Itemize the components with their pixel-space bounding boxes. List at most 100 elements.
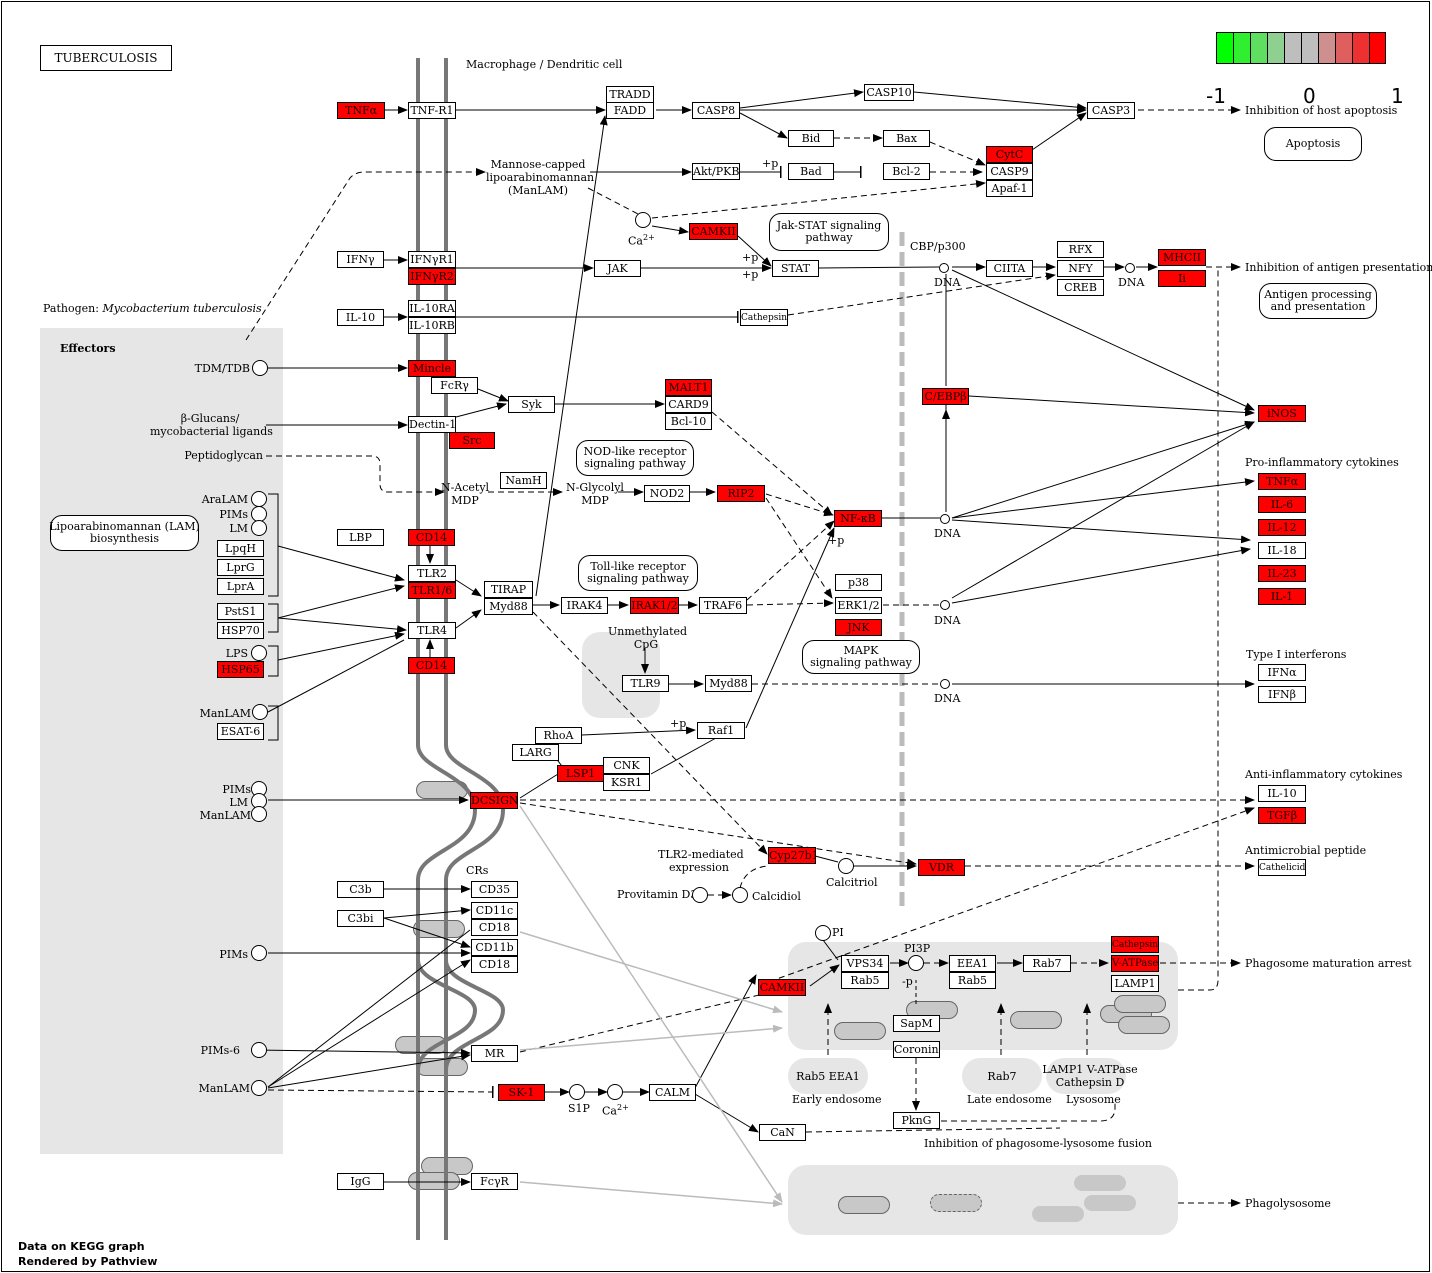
gene-il10-out[interactable]: IL-10 <box>1258 785 1306 802</box>
gene-il10[interactable]: IL-10 <box>337 309 384 326</box>
gene-dcsign[interactable]: DCSIGN <box>470 792 518 809</box>
gene-tlr4[interactable]: TLR4 <box>408 622 456 639</box>
gene-hsp70[interactable]: HSP70 <box>217 622 264 639</box>
gene-c3b[interactable]: C3b <box>337 881 384 898</box>
gene-malt1[interactable]: MALT1 <box>665 379 712 396</box>
gene-ifng[interactable]: IFNγ <box>337 251 384 268</box>
manlam-compound[interactable] <box>251 1080 267 1096</box>
gene-ifna[interactable]: IFNα <box>1258 664 1306 681</box>
gene-rab5[interactable]: Rab5 <box>841 972 889 989</box>
gene-mr[interactable]: MR <box>471 1045 518 1062</box>
gene-lsp1[interactable]: LSP1 <box>557 765 604 782</box>
gene-tlr16[interactable]: TLR1/6 <box>408 582 456 599</box>
gene-c3bi[interactable]: C3bi <box>337 910 384 927</box>
gene-cytc[interactable]: CytC <box>986 146 1033 163</box>
gene-mincle[interactable]: Mincle <box>408 360 456 377</box>
gene-tnfa[interactable]: TNFα <box>337 102 385 119</box>
gene-casp9[interactable]: CASP9 <box>986 163 1033 180</box>
gene-ifnb[interactable]: IFNβ <box>1258 686 1306 703</box>
gene-tradd[interactable]: TRADD <box>606 86 654 103</box>
gene-cathelicidin[interactable]: Cathelicidin <box>1258 859 1306 876</box>
gene-casp8[interactable]: CASP8 <box>692 102 740 119</box>
gene-sk1[interactable]: SK-1 <box>498 1084 545 1101</box>
calcium-compound[interactable] <box>635 212 651 228</box>
gene-irak4[interactable]: IRAK4 <box>561 597 608 614</box>
gene-pkng[interactable]: PknG <box>893 1112 940 1129</box>
gene-eea1[interactable]: EEA1 <box>949 955 996 972</box>
gene-tnfr1[interactable]: TNF-R1 <box>408 102 456 119</box>
gene-bax[interactable]: Bax <box>883 130 930 147</box>
gene-myd88[interactable]: Myd88 <box>705 675 752 692</box>
gene-rab5[interactable]: Rab5 <box>949 972 996 989</box>
gene-camkii[interactable]: CAMKII <box>758 979 806 996</box>
provitamin-compound[interactable] <box>692 887 708 903</box>
gene-mhcii[interactable]: MHCII <box>1158 249 1206 266</box>
jakstat-box[interactable]: Jak-STAT signaling pathway <box>769 213 889 251</box>
gene-ciita[interactable]: CIITA <box>986 260 1033 277</box>
gene-jak[interactable]: JAK <box>594 260 641 277</box>
mapk-box[interactable]: MAPK signaling pathway <box>802 640 920 674</box>
lps-compound[interactable] <box>251 645 267 661</box>
gene-cyp27b1[interactable]: Cyp27b1 <box>768 847 816 864</box>
gene-il10ra[interactable]: IL-10RA <box>408 300 456 317</box>
gene-stat[interactable]: STAT <box>772 260 819 277</box>
gene-cd18[interactable]: CD18 <box>471 919 518 936</box>
gene-casp3[interactable]: CASP3 <box>1087 102 1135 119</box>
gene-vdr[interactable]: VDR <box>918 859 965 876</box>
gene-coronin1[interactable]: Coronin1 <box>893 1041 940 1058</box>
gene-akt[interactable]: Akt/PKB <box>692 163 740 180</box>
gene-raf1[interactable]: Raf1 <box>697 722 745 739</box>
manlam-compound[interactable] <box>251 806 267 822</box>
gene-rab7[interactable]: Rab7 <box>1023 955 1071 972</box>
gene-calm[interactable]: CALM <box>649 1084 696 1101</box>
nod-box[interactable]: NOD-like receptor signaling pathway <box>576 440 694 476</box>
gene-ifngr2[interactable]: IFNγR2 <box>408 268 456 285</box>
gene-il6[interactable]: IL-6 <box>1258 496 1306 513</box>
gene-creb[interactable]: CREB <box>1057 279 1104 296</box>
gene-il18[interactable]: IL-18 <box>1258 542 1306 559</box>
manlam-compound[interactable] <box>252 704 268 720</box>
gene-bcl10[interactable]: Bcl-10 <box>665 413 712 430</box>
gene-il1[interactable]: IL-1 <box>1258 588 1306 605</box>
dna-node[interactable] <box>940 514 950 524</box>
gene-larg[interactable]: LARG <box>512 744 559 761</box>
gene-tnfa-out[interactable]: TNFα <box>1258 473 1306 490</box>
calcitriol-compound[interactable] <box>838 858 854 874</box>
gene-camkii[interactable]: CAMKII <box>689 223 738 240</box>
gene-p38[interactable]: p38 <box>835 574 882 591</box>
gene-casp10[interactable]: CASP10 <box>864 84 914 101</box>
gene-jnk[interactable]: JNK <box>835 619 882 636</box>
gene-hsp65[interactable]: HSP65 <box>217 661 264 678</box>
gene-ksr1[interactable]: KSR1 <box>603 774 650 791</box>
gene-erk12[interactable]: ERK1/2 <box>835 597 882 614</box>
gene-bid[interactable]: Bid <box>788 130 834 147</box>
gene-can[interactable]: CaN <box>759 1124 806 1141</box>
gene-nfkb[interactable]: NF-κB <box>834 510 882 527</box>
gene-namh[interactable]: NamH <box>500 472 547 489</box>
gene-psts1[interactable]: PstS1 <box>217 603 264 620</box>
gene-cd11c[interactable]: CD11c <box>471 902 518 919</box>
gene-tirap[interactable]: TIRAP <box>484 581 533 598</box>
lam-bio-box[interactable]: Lipoarabinomannan (LAM) biosynthesis <box>49 515 200 551</box>
gene-esat6[interactable]: ESAT-6 <box>217 723 264 740</box>
gene-vps34[interactable]: VPS34 <box>841 955 889 972</box>
gene-lprg[interactable]: LprG <box>217 559 264 576</box>
apoptosis-box[interactable]: Apoptosis <box>1264 127 1362 161</box>
gene-inos[interactable]: iNOS <box>1258 405 1306 422</box>
gene-bcl2[interactable]: Bcl-2 <box>883 163 930 180</box>
gene-cnk[interactable]: CNK <box>603 757 650 774</box>
gene-lbp[interactable]: LBP <box>337 529 384 546</box>
toll-box[interactable]: Toll-like receptor signaling pathway <box>578 555 698 591</box>
antigen-proc-box[interactable]: Antigen processing and presentation <box>1259 283 1377 319</box>
aralam-compound[interactable] <box>251 491 267 507</box>
gene-apaf1[interactable]: Apaf-1 <box>986 180 1033 197</box>
gene-nod2[interactable]: NOD2 <box>644 485 690 502</box>
gene-syk[interactable]: Syk <box>508 396 555 413</box>
gene-ii[interactable]: Ii <box>1158 270 1206 287</box>
gene-cd14[interactable]: CD14 <box>408 657 455 674</box>
gene-cebpb[interactable]: C/EBPβ <box>922 388 969 405</box>
gene-lamp1[interactable]: LAMP1 <box>1111 975 1159 992</box>
gene-cd18[interactable]: CD18 <box>471 956 518 973</box>
gene-cathepsin-d[interactable]: Cathepsin D <box>1111 936 1159 953</box>
gene-traf6[interactable]: TRAF6 <box>699 597 747 614</box>
